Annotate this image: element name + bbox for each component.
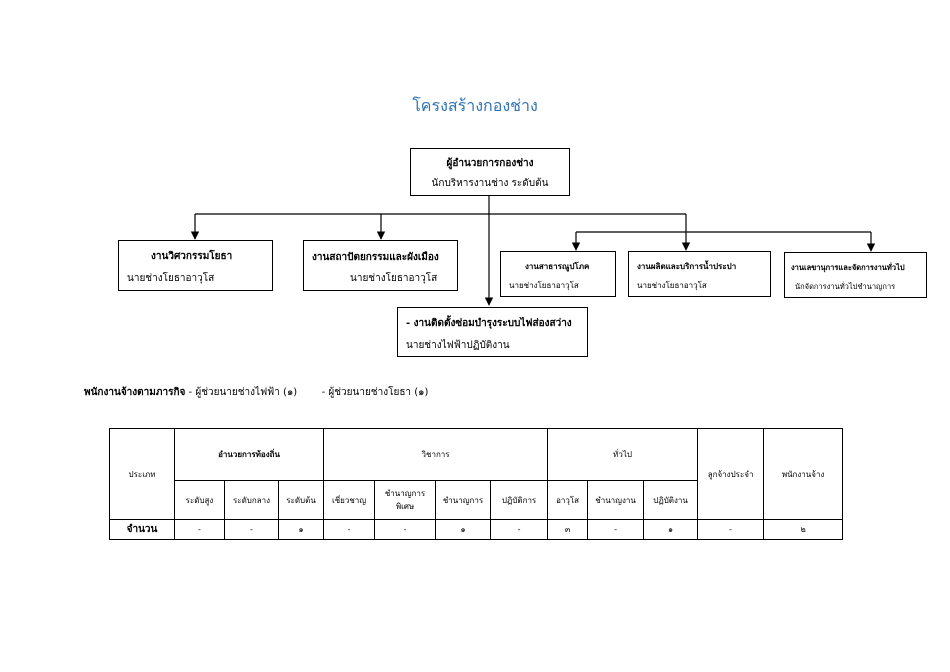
org-box-title: ผู้อำนวยการกองช่าง — [446, 158, 534, 169]
org-box-title: งานสาธารณูปโภค — [525, 262, 590, 271]
table-subheader-cell: ปฏิบัติการ — [490, 480, 549, 520]
table-header-cell: ประเภท — [109, 428, 175, 520]
org-box-subtitle: นายช่างไฟฟ้าปฏิบัติงาน — [406, 340, 510, 351]
table-cell: - — [587, 519, 645, 540]
table-cell: ๒ — [763, 519, 844, 540]
table-cell: - — [174, 519, 225, 540]
table-subheader-cell: ระดับต้น — [277, 480, 325, 520]
table-cell: ๓ — [547, 519, 589, 540]
org-box-civil-engineering: งานวิศวกรรมโยธา นายช่างโยธาอาวุโส — [118, 240, 273, 291]
staff-label: พนักงานจ้างตามภารกิจ — [84, 387, 186, 398]
table-subheader-cell: ระดับสูง — [174, 480, 225, 520]
org-box-subtitle: นายช่างโยธาอาวุโส — [509, 281, 579, 290]
table-header-cell: พนักงานจ้าง — [763, 428, 844, 520]
table-row-label: จำนวน — [109, 519, 175, 540]
org-box-subtitle: นายช่างโยธาอาวุโส — [637, 281, 707, 290]
table-row: จำนวน - - ๑ - - ๑ - ๓ - ๑ - ๒ — [109, 519, 844, 540]
org-box-utilities: งานสาธารณูปโภค นายช่างโยธาอาวุโส — [500, 251, 616, 297]
table-cell: - — [374, 519, 437, 540]
org-box-subtitle: นักจัดการงานทั่วไปชำนาญการ — [795, 282, 896, 291]
table-cell: - — [490, 519, 549, 540]
table-subheader-row: ระดับสูง ระดับกลาง ระดับต้น เชี่ยวชาญ ชำ… — [110, 480, 843, 520]
staff-line: พนักงานจ้างตามภารกิจ - ผู้ช่วยนายช่างไฟฟ… — [84, 385, 428, 400]
org-box-title: งานสถาปัตยกรรมและผังเมือง — [312, 252, 439, 263]
table-header-cell: วิชาการ — [323, 428, 549, 481]
org-box-title: - งานติดตั้งซ่อมบำรุงระบบไฟส่องสว่าง — [406, 318, 572, 329]
table-cell: ๑ — [277, 519, 325, 540]
org-box-lighting: - งานติดตั้งซ่อมบำรุงระบบไฟส่องสว่าง นาย… — [397, 307, 588, 357]
table-subheader-cell: อาวุโส — [547, 480, 589, 520]
org-box-head: ผู้อำนวยการกองช่าง นักบริหารงานช่าง ระดั… — [410, 148, 570, 196]
table-cell: ๑ — [643, 519, 699, 540]
table-header-cell: อำนวยการท้องถิ่น — [173, 428, 325, 481]
page-title: โครงสร้างกองช่าง — [412, 96, 538, 115]
table-cell: ๑ — [435, 519, 492, 540]
org-box-subtitle: นักบริหารงานช่าง ระดับต้น — [431, 178, 549, 189]
table-subheader-cell: ระดับกลาง — [224, 480, 279, 520]
table-subheader-cell: เชี่ยวชาญ — [323, 480, 376, 520]
org-box-architecture: งานสถาปัตยกรรมและผังเมือง นายช่างโยธาอาว… — [303, 240, 458, 291]
table-cell: - — [224, 519, 279, 540]
org-box-waterworks: งานผลิตและบริการน้ำประปา นายช่างโยธาอาวุ… — [628, 251, 771, 297]
org-box-subtitle: นายช่างโยธาอาวุโส — [350, 273, 438, 284]
org-box-title: งานวิศวกรรมโยธา — [151, 251, 233, 262]
org-box-subtitle: นายช่างโยธาอาวุโส — [127, 273, 215, 284]
table-header-cell: ลูกจ้างประจำ — [697, 428, 765, 520]
org-box-secretariat: งานเลขานุการและจัดการงานทั่วไป นักจัดการ… — [784, 252, 927, 298]
table-subheader-cell: ชำนาญงาน — [587, 480, 645, 520]
table-subheader-cell: ชำนาญการ — [435, 480, 492, 520]
staff-item: - ผู้ช่วยนายช่างโยธา (๑) — [321, 387, 429, 398]
table-header-cell: ทั่วไป — [547, 428, 699, 481]
org-box-title: งานผลิตและบริการน้ำประปา — [637, 262, 737, 271]
org-box-title: งานเลขานุการและจัดการงานทั่วไป — [791, 263, 905, 272]
table-subheader-cell: ชำนาญการพิเศษ — [374, 480, 437, 520]
table-cell: - — [323, 519, 376, 540]
staff-item: - ผู้ช่วยนายช่างไฟฟ้า (๑) — [185, 387, 298, 398]
table-subheader-cell: ปฏิบัติงาน — [643, 480, 699, 520]
table-header-row: ประเภท อำนวยการท้องถิ่น วิชาการ ทั่วไป ล… — [109, 428, 844, 520]
position-table: ประเภท อำนวยการท้องถิ่น วิชาการ ทั่วไป ล… — [109, 428, 844, 540]
table-cell: - — [697, 519, 765, 540]
